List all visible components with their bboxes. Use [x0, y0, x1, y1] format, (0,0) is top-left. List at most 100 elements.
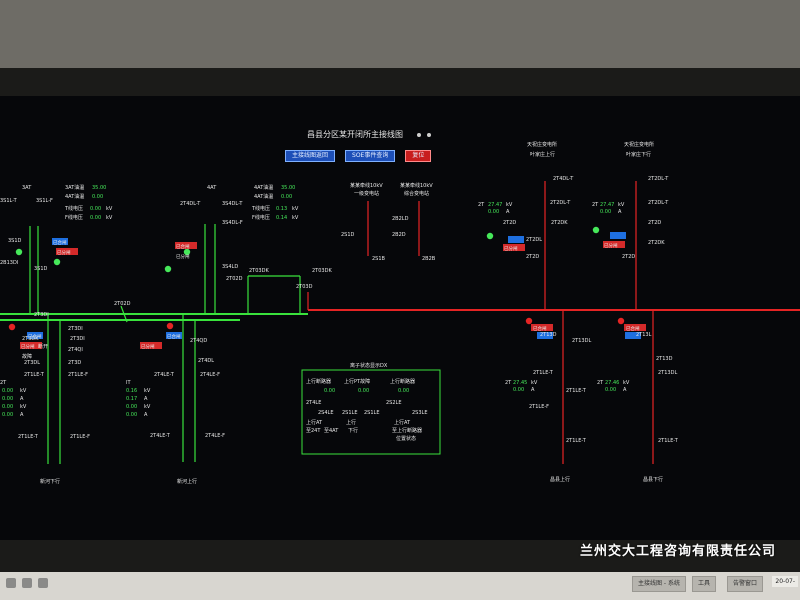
label: 2S1LE: [364, 410, 379, 416]
value: 0.00: [2, 412, 13, 418]
label: 2T03DK: [312, 268, 332, 274]
label: 2T3DI: [34, 312, 49, 318]
reset-button[interactable]: 复位: [405, 150, 432, 162]
value: 0.00: [600, 209, 611, 215]
taskbar-main-button[interactable]: 主接线图 - 系统: [632, 576, 686, 592]
value: 0.00: [126, 404, 137, 410]
unit: A: [144, 412, 148, 418]
unit: A: [144, 396, 148, 402]
label: 2T02D: [226, 276, 243, 282]
unit: kV: [144, 404, 151, 410]
main-diagram-button[interactable]: 主接线图返回: [285, 150, 336, 162]
value: 0.14: [276, 215, 287, 221]
window-dot-icon[interactable]: [427, 133, 431, 137]
label: T线电压: [64, 205, 83, 212]
window-dot-icon[interactable]: [417, 133, 421, 137]
label: 2T4QI: [68, 347, 83, 353]
label: 2S1LE: [342, 410, 357, 416]
label: 2T13DL: [658, 370, 677, 376]
value: 0.00: [605, 387, 616, 393]
label: 3S4LD: [222, 264, 238, 270]
label: 2T4LE-F: [205, 433, 225, 439]
scada-screen: 昌县分区某开闭所主接线图 主接线图返回 SOE事件查询 复位: [0, 96, 800, 540]
label: 上行AT: [306, 419, 323, 426]
toolbar: 主接线图返回 SOE事件查询 复位: [285, 150, 432, 162]
label: 3S1D: [8, 238, 22, 244]
badge-label: 已合闸: [167, 333, 181, 340]
label: 至4AT: [324, 428, 339, 434]
unit: A: [618, 209, 622, 215]
unit: kV: [618, 202, 625, 208]
badge-label: 已合闸: [533, 325, 547, 332]
badge-label: 已分闸: [604, 242, 618, 249]
taskbar-tools-button[interactable]: 工具: [692, 576, 717, 592]
unit: kV: [20, 404, 27, 410]
taskbar-alarm-button[interactable]: 告警窗口: [727, 576, 764, 592]
label: 2T1LE-T: [533, 370, 554, 376]
label: 2T4DL-T: [180, 201, 201, 207]
start-icon[interactable]: [6, 578, 16, 588]
label: 至24T: [306, 428, 321, 434]
unit: kV: [531, 380, 538, 386]
label: 3AT: [22, 185, 32, 191]
label: 2T: [478, 202, 485, 208]
label: 断开: [38, 343, 48, 350]
label: 至上行断路器: [392, 427, 422, 434]
label: 2T4DL-T: [553, 176, 574, 182]
unit: A: [531, 387, 535, 393]
label: 叶家庄上行: [530, 151, 555, 158]
label: 2T1LE-F: [68, 372, 88, 378]
taskbar-clock: 20-07-: [772, 576, 798, 587]
label: 故障: [22, 353, 32, 360]
label: 2T1LE-T: [24, 372, 45, 378]
label: 2B2D: [392, 232, 406, 238]
value: 0.00: [92, 194, 103, 200]
label: 2T03D: [296, 284, 313, 290]
badges: [20, 232, 646, 349]
label: 2T2DK: [648, 240, 665, 246]
label: 2T2DL-T: [648, 176, 669, 182]
label: 2T1LE-T: [18, 434, 39, 440]
unit: A: [623, 387, 627, 393]
label: 3S1D: [34, 266, 48, 272]
label: 2T3DK: [22, 336, 39, 342]
value: 0.13: [276, 206, 287, 212]
label: 3AT油温: [65, 184, 84, 191]
label: 2S4LE: [318, 410, 333, 416]
label: 位置状态: [396, 435, 416, 442]
label: 上行AT: [394, 419, 411, 426]
badge-label: 已合闸: [28, 333, 42, 340]
label: 2S1B: [372, 256, 386, 262]
value: 0.00: [126, 412, 137, 418]
label: 2T13D: [656, 356, 673, 362]
label: 综合变电站: [404, 190, 429, 197]
value: 35.00: [281, 185, 295, 191]
label: 2T4DL: [198, 358, 214, 364]
feeder-label: 昌县上行: [550, 476, 570, 483]
label: 某某牵线10kV: [350, 182, 383, 189]
label: 4AT油温: [254, 184, 273, 191]
label: 2T2D: [503, 220, 516, 226]
single-line-diagram: 3AT 3AT油温 35.00 4AT油温 0.00 T线电压 0.00 kV …: [0, 141, 800, 485]
label: 2T2D: [648, 220, 661, 226]
label: 2T03DK: [249, 268, 269, 274]
app-icon[interactable]: [22, 578, 32, 588]
label: 2T4LE: [306, 400, 321, 406]
unit: kV: [292, 215, 299, 221]
label: 2S2LE: [386, 400, 401, 406]
app-icon[interactable]: [38, 578, 48, 588]
label: 2T4LE-F: [200, 372, 220, 378]
soe-query-button[interactable]: SOE事件查询: [345, 150, 396, 162]
label: 2T13L: [636, 332, 652, 338]
label: 2T2DL-T: [648, 200, 669, 206]
badge-label: 已分闸: [141, 343, 155, 350]
label: 2T1LE-F: [529, 404, 549, 410]
unit: kV: [292, 206, 299, 212]
feeder-label: 新河下行: [40, 478, 60, 485]
value: 0.00: [2, 396, 13, 402]
label: 2T4LE-T: [154, 372, 175, 378]
label: 天祝庄变电所: [624, 141, 654, 148]
taskbar: 主接线图 - 系统 工具 告警窗口 20-07-: [0, 572, 800, 600]
value: 35.00: [92, 185, 106, 191]
label: 2T3DI: [70, 336, 85, 342]
